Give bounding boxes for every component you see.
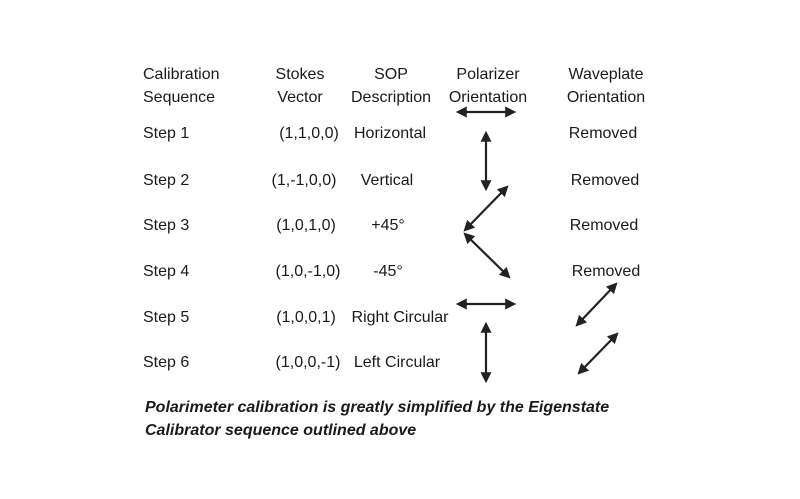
diagonal-minus45-double-arrow-icon [463,232,511,279]
table-row-sop-description: +45° [371,217,405,234]
table-row-step-label: Step 4 [143,263,190,280]
table-row-stokes-vector: (1,0,0,1) [276,309,336,326]
table-row-sop-description: Vertical [360,172,414,189]
table-row-waveplate-orientation: Removed [570,172,640,189]
table-row-step-label: Step 2 [143,172,190,189]
table-row-step-label: Step 5 [143,309,190,326]
header-line: Sequence [143,89,216,106]
table-row-stokes-vector: (1,1,0,0) [279,125,339,142]
header-line: Orientation [566,89,646,106]
table-row-step-label: Step 6 [143,354,190,371]
table-row-step-label: Step 3 [143,217,190,234]
table-row-sop-description: Horizontal [353,125,427,142]
header-line: Description [350,89,432,106]
caption-line: Calibrator sequence outlined above [145,422,417,439]
table-row-sop-description: Left Circular [353,354,441,371]
diagonal-plus45-double-arrow-icon [575,282,618,327]
table-row-sop-description: Right Circular [351,309,449,326]
table-row-stokes-vector: (1,0,-1,0) [275,263,341,280]
header-line: SOP [374,66,408,83]
header-calibration-sequence: Calibration Sequence [143,63,219,109]
header-waveplate-orientation: Waveplate Orientation [558,63,654,109]
table-row-sop-description: -45° [373,263,403,280]
table-row-stokes-vector: (1,0,1,0) [276,217,336,234]
table-row-waveplate-orientation: Removed [569,217,639,234]
table-row-stokes-vector: (1,0,0,-1) [275,354,341,371]
header-polarizer-orientation: Polarizer Orientation [440,63,536,109]
header-stokes-vector: Stokes Vector [268,63,332,109]
header-line: Stokes [275,66,325,83]
table-row-step-label: Step 1 [143,125,190,142]
diagonal-plus45-double-arrow-icon [463,185,509,232]
table-row-waveplate-orientation: Removed [571,263,641,280]
figure-caption: Polarimeter calibration is greatly simpl… [145,396,705,442]
header-line: Vector [277,89,323,106]
header-line: Orientation [448,89,528,106]
table-row-waveplate-orientation: Removed [568,125,638,142]
header-line: Polarizer [456,66,520,83]
table-row-stokes-vector: (1,-1,0,0) [271,172,337,189]
caption-line: Polarimeter calibration is greatly simpl… [145,399,610,416]
header-sop-description: SOP Description [345,63,437,109]
header-line: Calibration [143,66,220,83]
header-line: Waveplate [568,66,644,83]
diagonal-plus45-double-arrow-icon [577,332,619,375]
